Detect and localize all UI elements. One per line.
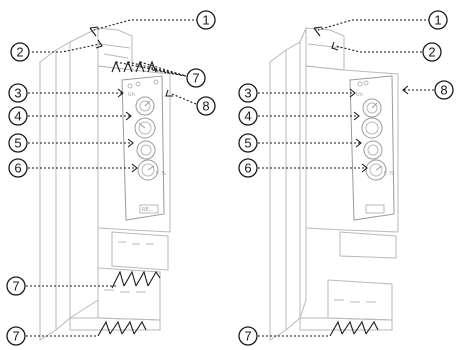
right-callout-3: 3 [238,83,258,103]
svg-text:7: 7 [192,71,199,86]
left-model-plate-text: RE... [142,207,154,213]
left-callout-7-mid: 7 [6,276,26,296]
left-callout-3: 3 [8,83,28,103]
left-knob-delay [137,159,159,181]
svg-text:3: 3 [14,86,21,101]
svg-text:2: 2 [428,45,435,60]
left-callout-1: 1 [196,10,216,30]
left-callout-4: 4 [8,106,28,126]
right-model-plate [365,204,385,214]
left-led-indicators [127,79,159,89]
left-leader-lines [26,19,198,337]
left-housing-front [97,65,171,233]
right-top-terminal-block [305,27,345,71]
right-callout-8: 8 [434,80,454,100]
right-middle-housing [339,231,397,259]
left-housing-side [69,27,99,319]
left-callout-8: 8 [196,96,216,116]
left-relay-device: Un F..% RE... [39,27,171,341]
right-callout-7-bottom: 7 [238,326,258,346]
right-leader-1 [317,19,430,31]
right-callout-5: 5 [238,133,258,153]
svg-text:5: 5 [14,136,21,151]
left-front-panel [121,75,165,221]
right-front-panel [349,75,395,221]
right-face-label-un: Un [356,92,363,98]
right-housing-side [299,27,307,319]
left-top-terminal-block [97,27,133,71]
left-middle-terminal-block [111,231,169,271]
svg-text:8: 8 [202,99,209,114]
left-leader-2 [32,43,101,53]
svg-text:7: 7 [244,329,251,344]
svg-text:7: 7 [12,329,19,344]
right-leader-lines [258,19,434,337]
left-knob-voltage [135,96,155,116]
right-housing-front [305,65,399,233]
right-callout-4: 4 [238,106,258,126]
svg-text:4: 4 [14,109,21,124]
left-knob-mode [134,117,156,139]
left-model-plate [139,204,159,214]
svg-text:1: 1 [434,13,441,28]
svg-text:4: 4 [244,109,251,124]
left-leader-1 [93,19,198,31]
right-callout-2: 2 [422,42,442,62]
left-callout-7-bottom: 7 [6,326,26,346]
svg-text:2: 2 [16,45,23,60]
svg-text:6: 6 [14,161,21,176]
svg-text:3: 3 [244,86,251,101]
left-face-label-un: Un [128,92,135,98]
svg-text:8: 8 [440,83,447,98]
right-knob-delay [365,159,387,181]
right-knob-mode [361,117,383,139]
left-face-label-f: F..% [156,171,166,177]
right-led-indicators [357,80,369,87]
right-relay-device: Un F..% [269,27,399,341]
right-leader-2 [335,45,422,53]
right-callout-6: 6 [238,158,258,178]
svg-text:6: 6 [244,161,251,176]
svg-text:1: 1 [202,13,209,28]
left-callout-6: 6 [8,158,28,178]
left-knob-hysteresis [136,140,156,160]
left-leader-8 [171,93,197,105]
left-callout-5: 5 [8,133,28,153]
right-callout-1: 1 [428,10,448,30]
right-knob-hysteresis [363,140,383,160]
left-callout-7-top: 7 [186,68,206,88]
left-callout-2: 2 [10,42,30,62]
left-bottom-terminal-block [97,267,161,321]
svg-text:7: 7 [12,279,19,294]
right-knob-voltage [362,98,382,118]
right-face-label-f: F..% [384,171,394,177]
svg-text:5: 5 [244,136,251,151]
